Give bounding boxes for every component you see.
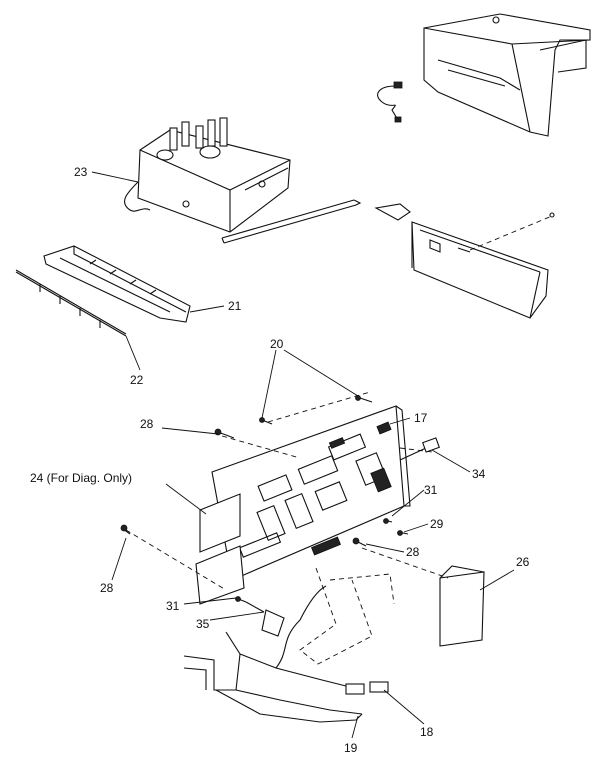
- callout-28-top: 28: [140, 417, 154, 431]
- callout-20: 20: [270, 337, 284, 351]
- callout-28-left: 28: [100, 581, 114, 595]
- ribbon-cables: [183, 585, 389, 723]
- main-circuit-board: [211, 405, 411, 581]
- callout-19: 19: [344, 741, 358, 755]
- top-cover: [423, 13, 591, 137]
- sensor-cable: [377, 81, 403, 123]
- callout-26: 26: [516, 555, 530, 569]
- contact-strip: [15, 269, 127, 337]
- capacitors: [156, 117, 228, 161]
- board-components: [238, 421, 392, 558]
- callout-34: 34: [472, 467, 486, 481]
- callout-31-right: 31: [424, 483, 438, 497]
- callout-17: 17: [414, 411, 428, 425]
- callout-21: 21: [228, 299, 242, 313]
- power-supply-unit: [124, 117, 291, 233]
- callout-29: 29: [430, 517, 444, 531]
- callout-31-left: 31: [166, 599, 180, 613]
- callout-24: 24 (For Diag. Only): [30, 471, 132, 485]
- callout-labels: 17 18 19 20 21 22 23 24 (For Diag. Only)…: [30, 165, 530, 755]
- carriage-rail: [43, 245, 191, 323]
- leader-lines: [91, 171, 515, 739]
- diagnostic-card: [195, 493, 245, 605]
- callout-35: 35: [196, 617, 210, 631]
- callout-18: 18: [420, 725, 434, 739]
- frame-bracket: [374, 203, 555, 319]
- shield-plate: [439, 565, 485, 647]
- guide-rod: [221, 199, 362, 244]
- callout-23: 23: [74, 165, 88, 179]
- install-guides: [125, 391, 449, 665]
- cable-connector: [399, 437, 440, 461]
- callout-28-right: 28: [406, 545, 420, 559]
- callout-22: 22: [130, 373, 144, 387]
